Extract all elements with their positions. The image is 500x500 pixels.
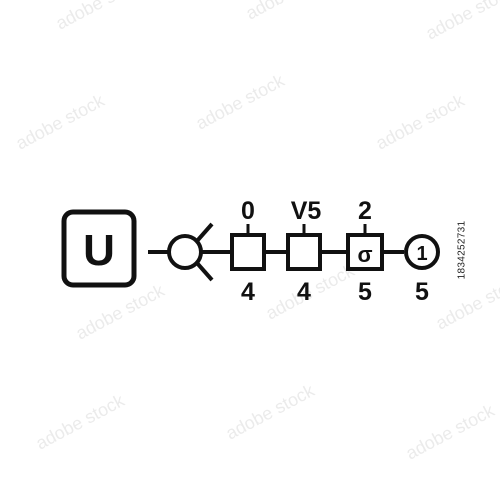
watermark-mark: adobe stock xyxy=(372,90,468,154)
node-1-bottom-label: 4 xyxy=(241,278,255,306)
start-symbol: U xyxy=(83,226,115,275)
node-2-bottom-label: 4 xyxy=(297,278,311,306)
watermark-mark: adobe stock xyxy=(192,70,288,134)
node-2-top-label: V5 xyxy=(291,197,322,225)
watermark-mark: adobe stock xyxy=(242,0,338,24)
square-node-2 xyxy=(286,224,348,271)
stock-id-text: 1834252731 xyxy=(456,220,468,280)
watermark-mark: adobe stock xyxy=(32,390,128,454)
watermark-mark: adobe stock xyxy=(52,0,148,34)
watermark-mark: adobe stock xyxy=(12,90,108,154)
watermark-mark: adobe stock xyxy=(222,380,318,444)
node-4-inner-number: 1 xyxy=(416,243,427,265)
square-node-1 xyxy=(230,224,288,271)
branch-node xyxy=(167,222,232,282)
square-node-3 xyxy=(346,224,404,271)
watermark-mark: adobe stock xyxy=(72,280,168,344)
watermark-mark: adobe stock xyxy=(432,270,500,334)
watermark-mark: adobe stock xyxy=(402,400,498,464)
start-box xyxy=(61,209,137,288)
circle-node-4 xyxy=(404,234,440,270)
node-4-bottom-label: 5 xyxy=(415,278,429,306)
node-3-bottom-label: 5 xyxy=(358,278,372,306)
watermark-mark: adobe stock xyxy=(422,0,500,44)
node-3-top-label: 2 xyxy=(358,197,372,225)
node-1-top-label: 0 xyxy=(241,197,255,225)
node-3-inner-glyph: σ xyxy=(357,242,372,267)
